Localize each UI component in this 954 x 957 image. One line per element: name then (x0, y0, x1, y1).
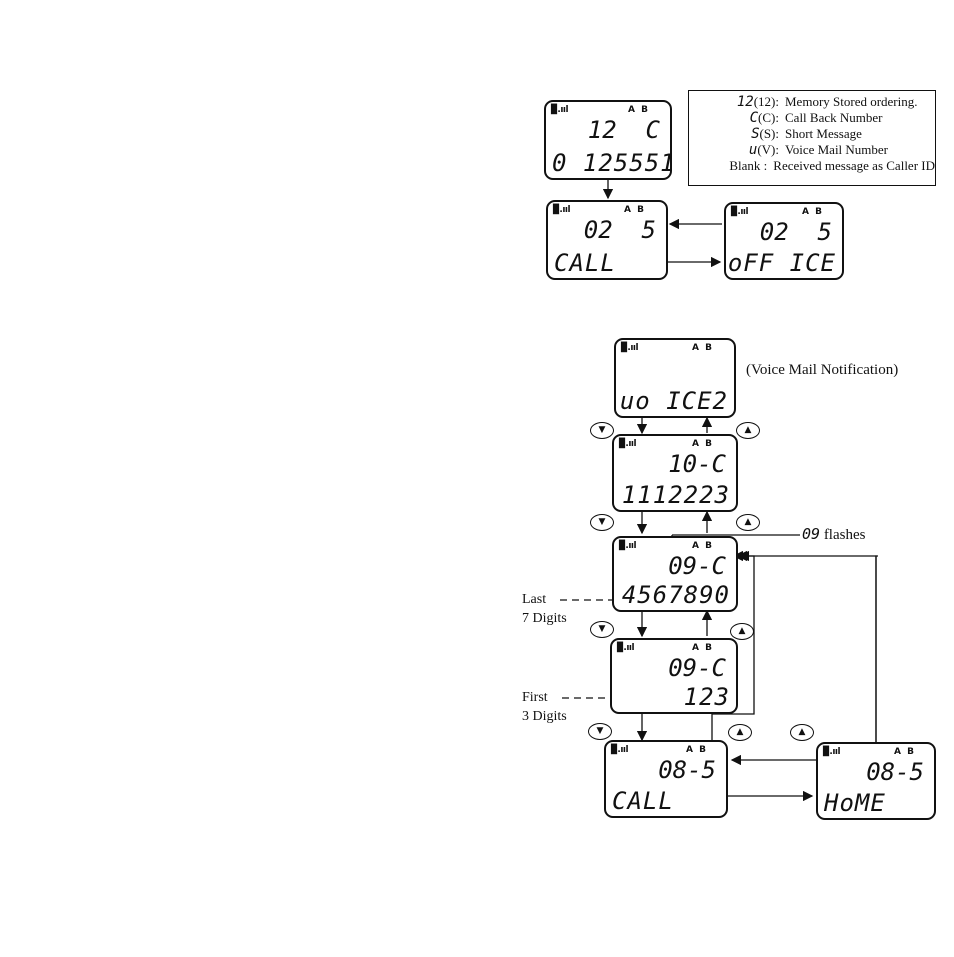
down-button-icon[interactable]: ▼ (590, 621, 614, 638)
lcd-display-09c-last7: ▉.ııl A B 09-C 4567890 (612, 536, 738, 612)
signal-icon: ▉.ııl (731, 207, 749, 217)
flashes-label: 09 flashes (802, 526, 865, 544)
legend-row: C(C): Call Back Number (689, 110, 935, 126)
legend-row: 12(12): Memory Stored ordering. (689, 94, 935, 110)
legend-symbol: u (748, 142, 758, 158)
display-line2: CALL (612, 787, 674, 815)
display-line2: oFF ICE (727, 249, 836, 277)
display-line2: CALL (554, 249, 616, 277)
lcd-display-09c-first3: ▉.ııl A B 09-C 123 (610, 638, 738, 714)
ab-indicator: A B (686, 745, 706, 755)
display-line1: 09-C (668, 654, 726, 682)
display-line1: 02 5 (583, 216, 656, 244)
ab-indicator: A B (692, 643, 712, 653)
legend-text: Call Back Number (785, 110, 883, 125)
legend-row: Blank : Received message as Caller ID (689, 158, 935, 174)
legend-key: (V): (757, 142, 779, 157)
legend-text: Memory Stored ordering. (785, 94, 918, 109)
display-line2: uo ICE2 (619, 387, 728, 415)
display-line2: 123 (683, 683, 730, 711)
legend-row: u(V): Voice Mail Number (689, 142, 935, 158)
signal-icon: ▉.ııl (611, 745, 629, 755)
ab-indicator: A B (628, 105, 648, 115)
up-button-icon[interactable]: ▲ (736, 422, 760, 439)
down-button-icon[interactable]: ▼ (590, 514, 614, 531)
lcd-display-08s-call: ▉.ııl A B 08-5 CALL (604, 740, 728, 818)
display-line2: 4567890 (621, 581, 730, 609)
display-line2: 0 125551 (552, 149, 676, 177)
ab-indicator: A B (692, 439, 712, 449)
up-button-icon[interactable]: ▲ (730, 623, 754, 640)
display-line2: 1112223 (621, 481, 730, 509)
legend-symbol: C (749, 110, 759, 126)
legend-text: Short Message (785, 126, 862, 141)
lcd-display-08s-home: ▉.ııl A B 08-5 HoME (816, 742, 936, 820)
voice-mail-notification-label: (Voice Mail Notification) (746, 362, 899, 378)
legend-key: (S): (759, 126, 780, 141)
legend-key: (C): (758, 110, 779, 125)
legend-symbol: 12 (736, 94, 754, 110)
display-line1: 12 C (587, 116, 660, 144)
ab-indicator: A B (692, 343, 712, 353)
lcd-display-02s-call: ▉.ııl A B 02 5 CALL (546, 200, 668, 280)
display-line1: 10-C (668, 450, 726, 478)
ab-indicator: A B (802, 207, 822, 217)
ab-indicator: A B (894, 747, 914, 757)
up-button-icon[interactable]: ▲ (728, 724, 752, 741)
signal-icon: ▉.ııl (619, 439, 637, 449)
flash-code: 09 (802, 525, 821, 543)
display-line1: 08-5 (866, 758, 924, 786)
signal-icon: ▉.ııl (617, 643, 635, 653)
lcd-display-voice: ▉.ııl A B uo ICE2 (614, 338, 736, 418)
signal-icon: ▉.ııl (551, 105, 569, 115)
signal-icon: ▉.ııl (553, 205, 571, 215)
down-button-icon[interactable]: ▼ (588, 723, 612, 740)
legend-key: (12): (753, 94, 779, 109)
three-digits-label: 3 Digits (522, 709, 567, 724)
last-label: Last (522, 592, 547, 607)
legend-key: Blank : (729, 158, 768, 173)
signal-icon: ▉.ııl (621, 343, 639, 353)
legend-text: Voice Mail Number (785, 142, 889, 157)
lcd-display-02s-office: ▉.ııl A B 02 5 oFF ICE (724, 202, 844, 280)
signal-icon: ▉.ııl (823, 747, 841, 757)
first-label: First (522, 690, 548, 705)
up-button-icon[interactable]: ▲ (790, 724, 814, 741)
display-line1: 08-5 (658, 756, 716, 784)
display-line2: HoME (824, 789, 886, 817)
display-line1: 09-C (668, 552, 726, 580)
lcd-display-10c: ▉.ııl A B 10-C 1112223 (612, 434, 738, 512)
ab-indicator: A B (692, 541, 712, 551)
up-button-icon[interactable]: ▲ (736, 514, 760, 531)
lcd-display-12c: ▉.ııl A B 12 C 0 125551 (544, 100, 675, 180)
flashes-text: flashes (823, 527, 866, 543)
signal-icon: ▉.ııl (619, 541, 637, 551)
legend-box: 12(12): Memory Stored ordering. C(C): Ca… (688, 90, 936, 186)
down-button-icon[interactable]: ▼ (590, 422, 614, 439)
ab-indicator: A B (624, 205, 644, 215)
legend-row: S(S): Short Message (689, 126, 935, 142)
display-line1: 02 5 (759, 218, 832, 246)
legend-symbol: S (751, 126, 760, 142)
legend-text: Received message as Caller ID (773, 158, 935, 173)
seven-digits-label: 7 Digits (522, 611, 567, 626)
